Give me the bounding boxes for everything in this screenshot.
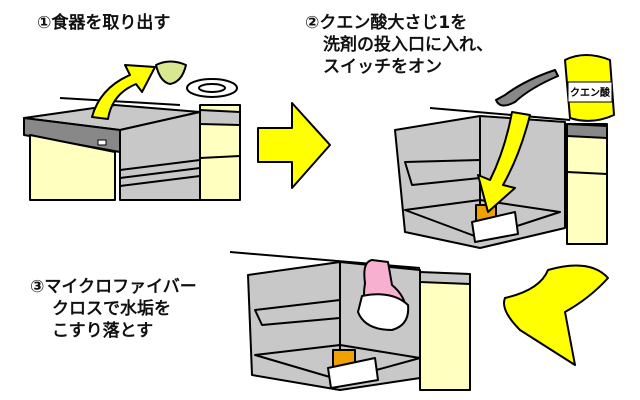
step-3-line-2: クロスで水垢を bbox=[52, 299, 171, 319]
side-counter bbox=[566, 123, 608, 139]
counter-edge-line bbox=[429, 107, 571, 121]
step-2-number: ② bbox=[305, 13, 320, 33]
counter-edge-line bbox=[59, 97, 181, 106]
door-handle-line bbox=[119, 159, 201, 171]
next-arrow-icon bbox=[257, 102, 331, 189]
step-2-line-1: クエン酸大さじ1を bbox=[319, 13, 468, 33]
step-3-line-3: こすり落とす bbox=[52, 321, 154, 341]
step-2-label: ②クエン酸大さじ1を 洗剤の投入口に入れ、 スイッチをオン bbox=[305, 12, 493, 78]
plate-icon bbox=[186, 78, 238, 98]
upper-rack bbox=[254, 299, 341, 326]
door-handle-line bbox=[119, 167, 201, 179]
pour-arrow-icon bbox=[477, 111, 531, 213]
cabinet-drawer-line bbox=[199, 155, 241, 159]
panel-button-icon bbox=[97, 139, 107, 146]
step-1-dishwasher bbox=[23, 60, 241, 201]
cabinet-drawer-line bbox=[566, 171, 608, 175]
side-counter bbox=[419, 271, 471, 285]
step-1-number: ① bbox=[37, 13, 52, 33]
step-3-label: ③マイクロファイバー クロスで水垢を こすり落とす bbox=[30, 276, 197, 342]
plate-rim bbox=[198, 83, 226, 93]
door-handle-line bbox=[119, 175, 201, 187]
step-1-line-1: 食器を取り出す bbox=[51, 13, 171, 33]
lower-cabinet bbox=[29, 134, 116, 201]
package-label-bg bbox=[567, 81, 613, 103]
package-label: クエン酸 bbox=[570, 86, 611, 99]
step-3-number: ③ bbox=[30, 277, 45, 297]
step-2-line-3: スイッチをオン bbox=[323, 57, 442, 77]
step-3-line-1: マイクロファイバー bbox=[44, 277, 197, 297]
step-2-line-2: 洗剤の投入口に入れ、 bbox=[323, 35, 494, 55]
side-cabinet bbox=[566, 123, 608, 245]
microfiber-cloth-icon bbox=[357, 293, 410, 331]
spoon-icon bbox=[495, 69, 559, 107]
step-3-dishwasher bbox=[229, 251, 471, 391]
step-1-label: ①食器を取り出す bbox=[37, 12, 170, 34]
bowl-icon bbox=[155, 60, 187, 85]
step-2-dishwasher: クエン酸 bbox=[394, 54, 615, 249]
side-cabinet bbox=[419, 274, 471, 391]
side-counter bbox=[199, 109, 241, 126]
next-arrow-icon bbox=[503, 264, 609, 366]
lift-arrow-icon bbox=[91, 64, 156, 120]
lower-rack bbox=[404, 199, 561, 239]
lower-rack bbox=[254, 344, 421, 381]
detergent-basket bbox=[327, 357, 379, 389]
detergent-basket bbox=[471, 211, 519, 243]
